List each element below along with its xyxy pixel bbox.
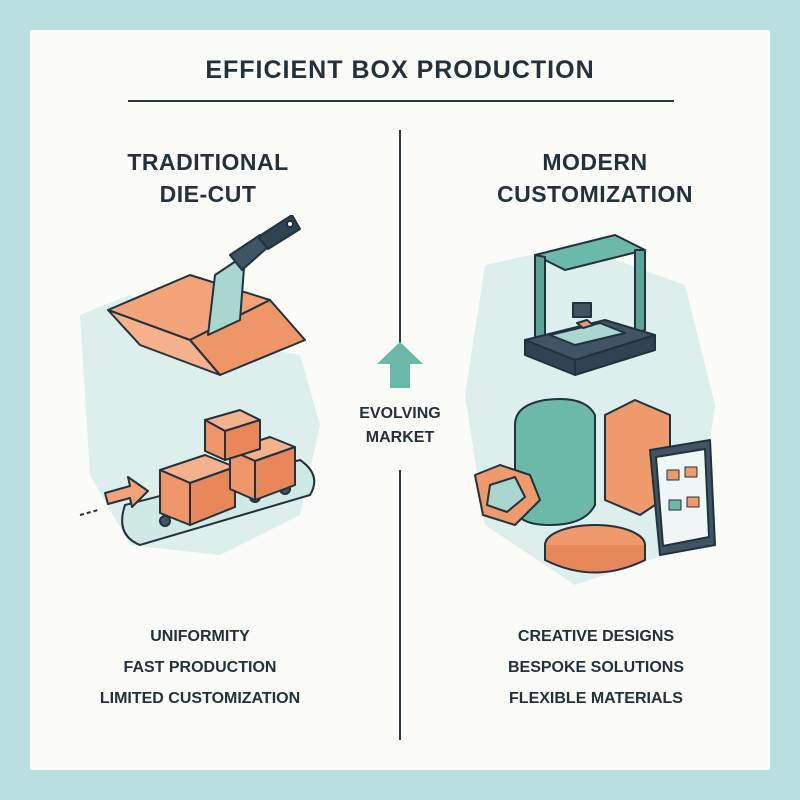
page-title: EFFICIENT BOX PRODUCTION	[205, 56, 595, 84]
left-feature-list: UNIFORMITY FAST PRODUCTION LIMITED CUSTO…	[50, 621, 350, 714]
3d-printer-icon	[524, 234, 656, 376]
tablet-icon	[649, 439, 716, 556]
right-feature-2: BESPOKE SOLUTIONS	[507, 659, 685, 676]
center-divider-bottom	[399, 470, 401, 740]
title-underline	[128, 100, 674, 102]
cardboard-boxes-icon	[159, 409, 296, 526]
right-heading-line1: MODERN	[542, 149, 648, 175]
cutting-knife-icon	[207, 215, 301, 336]
left-feature-2: FAST PRODUCTION	[123, 659, 277, 676]
left-heading: TRADITIONAL DIE-CUT	[58, 146, 358, 210]
evolving-market-label: EVOLVING MARKET	[330, 402, 470, 450]
custom-packages-icon	[474, 398, 671, 574]
left-feature-1: UNIFORMITY	[150, 628, 250, 645]
center-label-line1: EVOLVING	[359, 405, 441, 422]
right-feature-1: CREATIVE DESIGNS	[517, 628, 675, 645]
die-cut-illustration	[79, 215, 320, 555]
right-heading: MODERN CUSTOMIZATION	[445, 146, 745, 210]
up-arrow-icon	[377, 342, 423, 388]
right-feature-list: CREATIVE DESIGNS BESPOKE SOLUTIONS FLEXI…	[446, 621, 746, 714]
center-label-line2: MARKET	[365, 429, 435, 446]
left-heading-line1: TRADITIONAL	[127, 149, 289, 175]
left-heading-line2: DIE-CUT	[159, 181, 257, 207]
right-heading-line2: CUSTOMIZATION	[496, 181, 694, 207]
left-feature-3: LIMITED CUSTOMIZATION	[99, 690, 301, 707]
center-divider-top	[399, 130, 401, 385]
motion-arrow-icon	[79, 476, 149, 516]
right-feature-3: FLEXIBLE MATERIALS	[509, 690, 683, 707]
customization-illustration	[465, 234, 716, 585]
